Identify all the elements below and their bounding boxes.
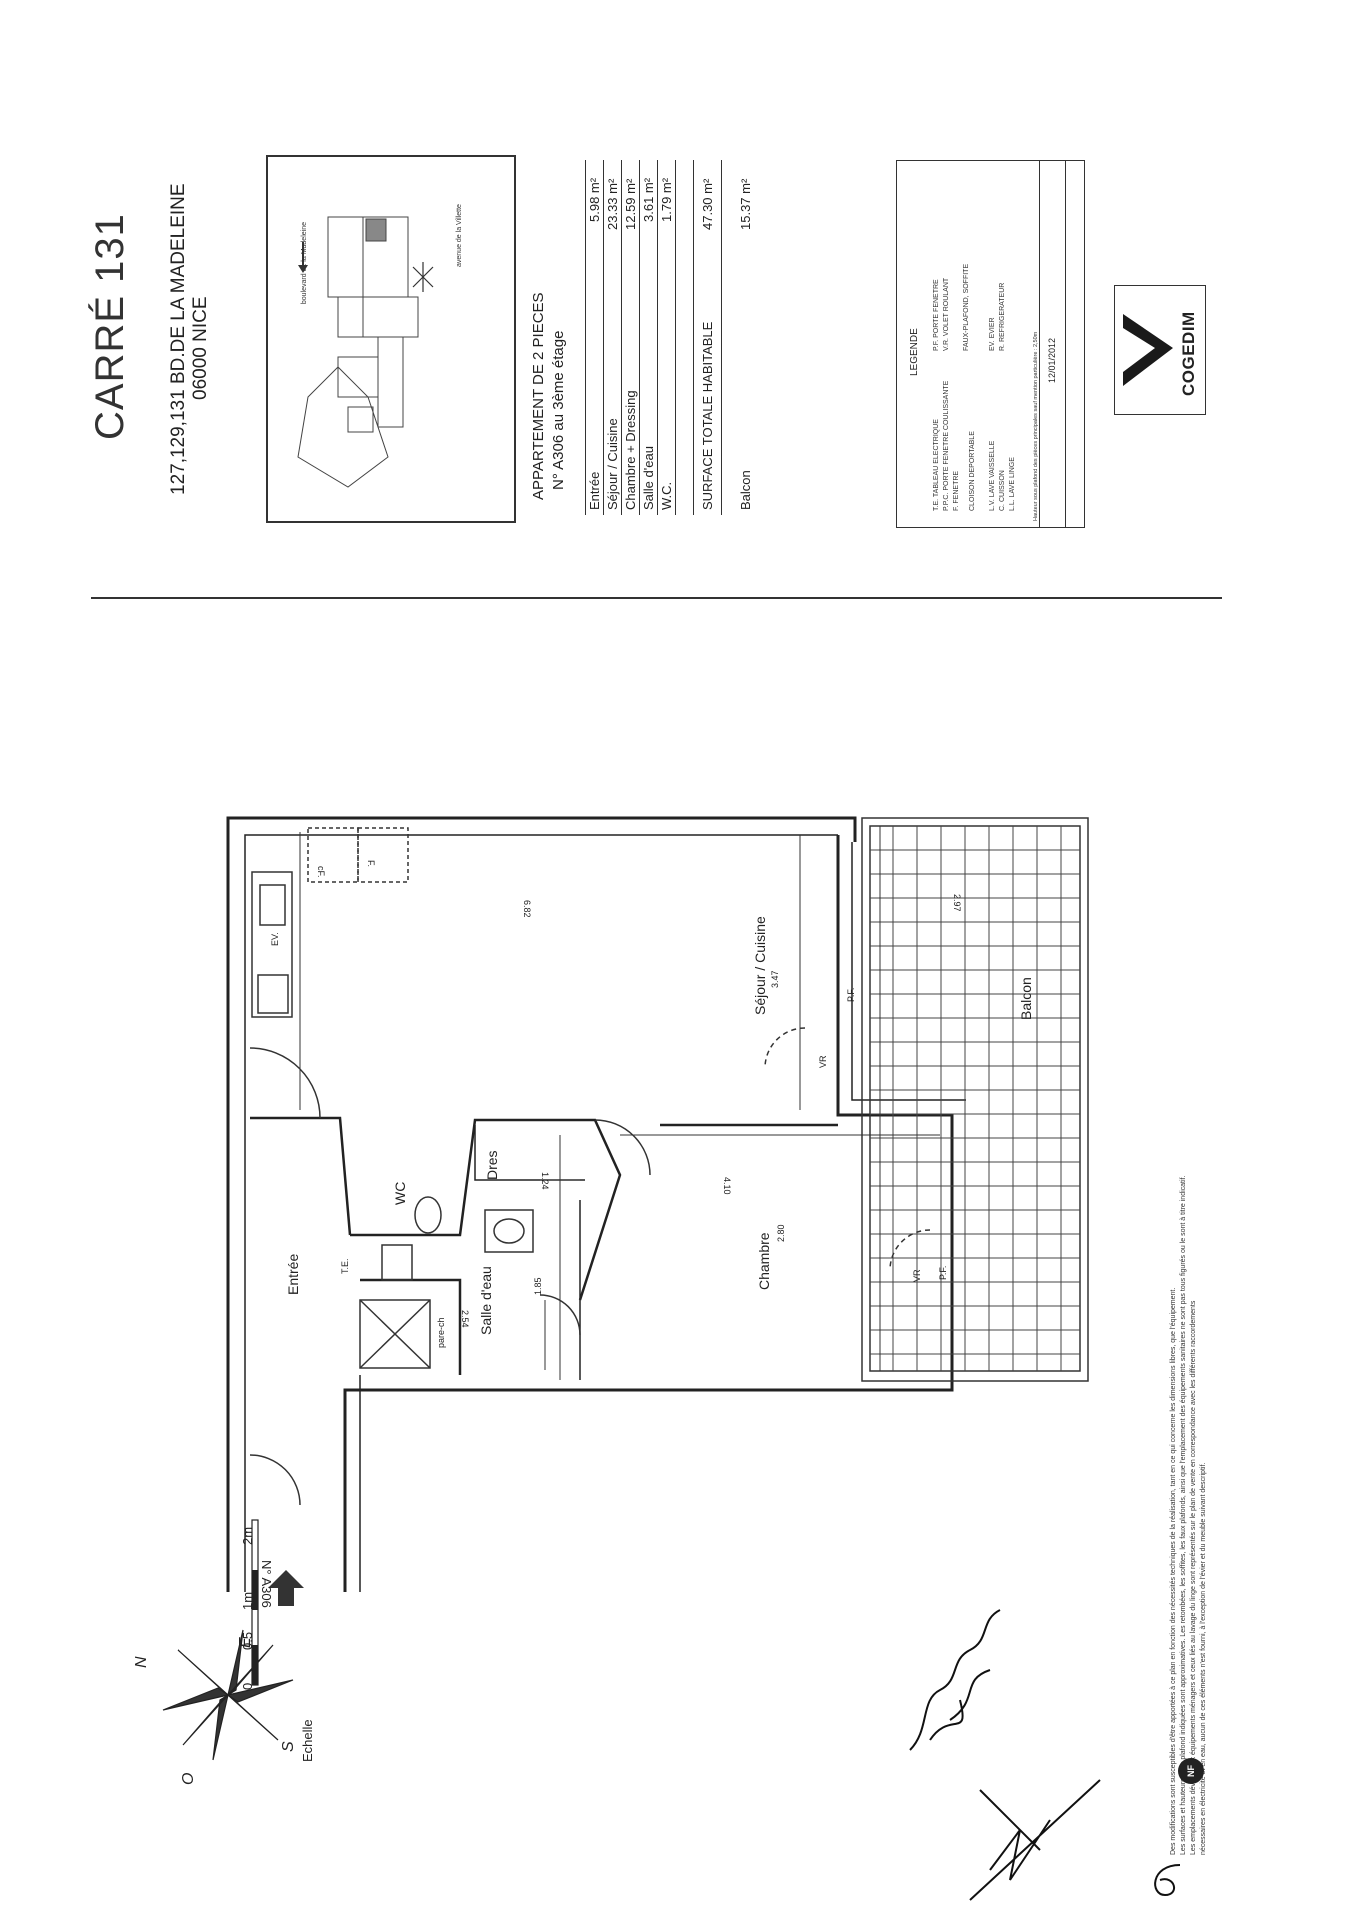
plan-room-sejour: Séjour / Cuisine [752, 916, 768, 1015]
table-rule-2 [621, 160, 622, 515]
plan-tag-vr2: VR [912, 1269, 922, 1282]
scale-tick-2m: 2m [240, 1526, 255, 1545]
plan-tag-f: F. [366, 860, 376, 868]
legend-blank-box [1064, 160, 1085, 528]
header-separator [91, 597, 1222, 599]
table-rule-1 [603, 160, 604, 515]
initials-mark [969, 1779, 1101, 1901]
plan-room-sde: Salle d'eau [478, 1266, 494, 1335]
disclaimer-line-1: Des modifications sont susceptibles d'êt… [1170, 1287, 1177, 1855]
plan-balcony-inner [869, 825, 1081, 1372]
disclaimer-line-2: Les surfaces et hauteurs sous plafond in… [1180, 1175, 1187, 1855]
table-rule-top [585, 160, 586, 515]
plan-room-dress: Dres [484, 1150, 500, 1180]
plan-dim-185: 1.85 [533, 1277, 543, 1295]
plan-swing-sejour [764, 1027, 806, 1069]
plan-wall-outer-top [226, 816, 857, 1592]
compass-n: N [133, 1656, 150, 1668]
plan-sink [259, 884, 286, 926]
plan-wall-outer-top-inner [244, 834, 838, 1592]
plan-dim-410: 4.10 [722, 1177, 732, 1195]
scale-label: Echelle [300, 1719, 315, 1762]
plan-f-box [357, 827, 409, 883]
plan-room-balcon: Balcon [1018, 977, 1034, 1020]
plan-tag-cf: cF. [316, 866, 326, 878]
plan-door-chambre [594, 1119, 651, 1176]
table-rule-4 [657, 160, 658, 515]
plan-tag-te: T.E. [340, 1258, 350, 1274]
plan-wall-wc-left [250, 1116, 352, 1236]
plan-shower [359, 1299, 431, 1369]
plan-kitchen-counter [251, 871, 293, 1018]
brand-logo: COGEDIM [1114, 285, 1206, 415]
plan-balcony-grid [870, 826, 1080, 1371]
compass-rose-icon [162, 1629, 294, 1761]
plan-wall-dress [350, 1118, 622, 1301]
plan-wall-right-inner [851, 842, 966, 1101]
scale-tick-0: 0 [240, 1682, 255, 1690]
plan-tag-parech: pare-ch [436, 1317, 446, 1348]
scale-bar [251, 1519, 259, 1686]
legend-box: LEGENDE T.E. TABLEAU ELECTRIQUE P.P.C. P… [896, 160, 1066, 528]
plan-te-box [381, 1244, 413, 1281]
plan-cooktop [257, 974, 289, 1014]
signature-mark [909, 1609, 1001, 1751]
plan-dim-347: 3.47 [770, 970, 780, 988]
plan-tag-vr1: VR [818, 1055, 828, 1068]
plan-dim-297: 2.97 [952, 894, 962, 912]
brand-logo-mark [1123, 314, 1173, 386]
table-rule-3 [639, 160, 640, 515]
plan-dim-280: 2.80 [776, 1224, 786, 1242]
table-rule-6 [693, 160, 694, 515]
legend-date-rule [1039, 161, 1040, 527]
scale-tick-1m: 1m [240, 1591, 255, 1610]
plan-dimension-lines [299, 826, 940, 1380]
compass-o: O [180, 1772, 197, 1785]
plan-cf-box [307, 827, 359, 883]
corner-mark [1154, 1864, 1181, 1897]
plan-basin-bowl [493, 1218, 525, 1244]
plan-toilet [414, 1196, 442, 1234]
plan-dim-254: 2.54 [460, 1310, 470, 1328]
location-map: boulevard de la Madeleine avenue de la V… [266, 155, 516, 523]
plan-room-chambre: Chambre [756, 1232, 772, 1290]
plan-balcony-outline [861, 817, 1089, 1382]
entrance-arrow-icon [268, 1570, 304, 1606]
plan-tag-ev: EV. [270, 932, 280, 946]
plan-tag-pf1: P.F. [846, 987, 856, 1002]
plan-room-entree: Entrée [285, 1253, 301, 1295]
plan-door-entrance [249, 1454, 301, 1506]
nf-logo-icon: NF [1178, 1758, 1204, 1784]
plan-door-entree [249, 1047, 321, 1119]
table-rule-7 [721, 160, 722, 515]
plan-room-wc: WC [392, 1181, 408, 1205]
table-rule-5 [675, 160, 676, 515]
plan-swing-chambre [889, 1229, 931, 1271]
plan-tag-pf2: P.F. [938, 1265, 948, 1280]
compass-s: S [280, 1741, 297, 1752]
plan-door-sde [539, 1294, 581, 1336]
scale-tick-05: 0.5 [240, 1631, 255, 1650]
location-map-drawing [297, 216, 434, 488]
plan-dim-682: 6.82 [522, 900, 532, 918]
plan-basin [484, 1209, 534, 1253]
plan-dim-124: 1.24 [540, 1172, 550, 1190]
plan-wall-right [343, 835, 954, 1592]
disclaimer-line-4: nécessaires en électricité et en eau, au… [1200, 1462, 1207, 1855]
